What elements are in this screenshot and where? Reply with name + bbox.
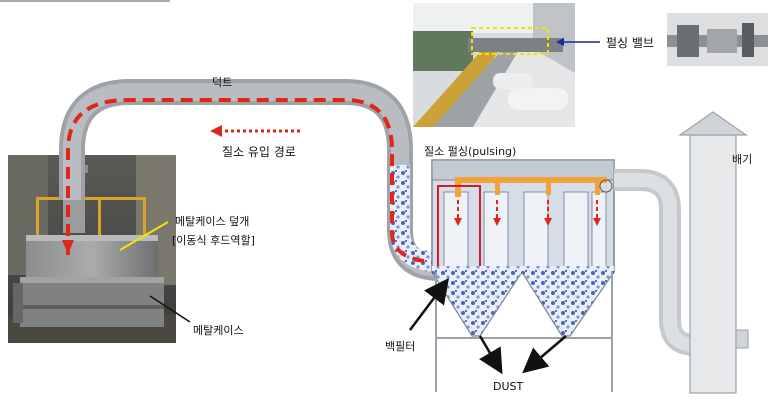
hopper-right xyxy=(520,271,616,337)
pulse-pipe xyxy=(455,177,607,183)
case-pointer xyxy=(149,295,191,323)
metal-case-cover-sublabel: [이동식 후드역할] xyxy=(172,234,255,247)
nitrogen-flow-line xyxy=(66,98,441,264)
dust-arrow-right xyxy=(522,335,567,374)
exhaust-stack xyxy=(689,134,737,394)
metal-case-label: 메탈케이스 xyxy=(193,324,244,337)
bagfilter-pointer xyxy=(409,278,449,331)
bag-filter-label: 백필터 xyxy=(385,340,416,353)
duct-label: 덕트 xyxy=(212,76,233,89)
pulsing-valve-label: 펄싱 밸브 xyxy=(606,36,654,50)
valve-closeup-photo xyxy=(667,13,768,66)
hopper-left xyxy=(430,271,524,337)
nitrogen-inflow-label: 질소 유입 경로 xyxy=(222,145,296,159)
filter-bags xyxy=(443,191,607,269)
outlet-duct xyxy=(614,169,696,356)
nitrogen-pulsing-label: 질소 펄싱(pulsing) xyxy=(424,145,517,158)
metal-case-cover-label: 메탈케이스 덮개 xyxy=(175,215,250,228)
dust-arrow-left xyxy=(478,335,503,375)
pulsing-valve-photo xyxy=(413,3,575,127)
dust-label: DUST xyxy=(493,380,524,393)
exhaust-label: 배기 xyxy=(732,153,753,166)
valve-highlight xyxy=(471,27,549,55)
cover-pointer xyxy=(119,221,169,251)
